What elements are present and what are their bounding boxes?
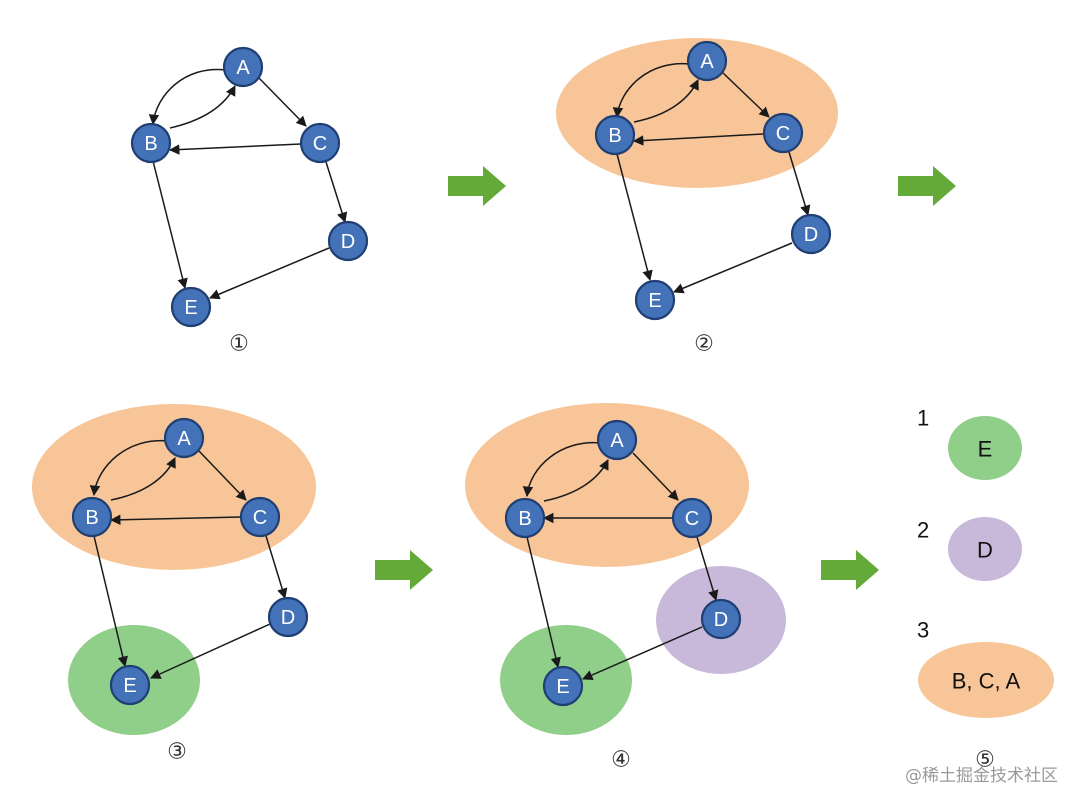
svg-text:C: C [776, 123, 790, 145]
panel-1-edges [148, 68, 348, 300]
step-label-2: ② [694, 332, 714, 357]
order-num-3: 3 [917, 618, 929, 643]
edge-c-b [168, 143, 302, 155]
panel-5: 1 E 2 D 3 B, C, A ⑤ [917, 406, 1054, 773]
node-b: B [594, 114, 636, 156]
watermark: @稀土掘金技术社区 [905, 766, 1058, 786]
result-region-d [948, 517, 1022, 581]
edge-a-b [522, 441, 602, 498]
node-e: E [109, 664, 151, 706]
edge-a-c [258, 77, 307, 127]
node-a: A [596, 419, 638, 461]
edge-a-b [89, 439, 169, 497]
svg-text:D: D [341, 231, 355, 253]
flow-arrow-4 [821, 550, 879, 590]
svg-text:E: E [123, 675, 136, 697]
node-e: E [170, 286, 212, 328]
node-c: C [671, 497, 713, 539]
node-b: B [130, 122, 172, 164]
edge-c-d [788, 151, 811, 217]
node-d: D [327, 220, 369, 262]
node-b: B [71, 496, 113, 538]
result-region-bca [918, 642, 1054, 718]
node-e: E [634, 279, 676, 321]
node-e: E [542, 665, 584, 707]
node-d: D [267, 596, 309, 638]
edge-d-e [150, 623, 271, 679]
svg-text:B: B [518, 508, 531, 530]
svg-text:D: D [281, 607, 295, 629]
flow-arrow-3 [375, 550, 433, 590]
panel-4: A B C D E ④ [465, 403, 786, 773]
edge-b-a [543, 459, 609, 502]
svg-text:C: C [313, 133, 327, 155]
edge-b-a [169, 85, 236, 129]
result-text-d: D [977, 538, 993, 563]
node-c: C [239, 496, 281, 538]
panel-3-edges [89, 439, 288, 679]
result-text-e: E [978, 437, 993, 462]
step-label-4: ④ [611, 748, 631, 773]
edge-b-e [526, 536, 561, 669]
panel-2: A B C D E ② [556, 38, 838, 357]
node-d: D [700, 598, 742, 640]
step-label-5: ⑤ [975, 748, 995, 773]
svg-text:A: A [700, 51, 714, 73]
step-label-1: ① [229, 332, 249, 357]
edge-a-b [148, 68, 227, 126]
edge-a-b [612, 62, 691, 119]
node-a: A [163, 417, 205, 459]
svg-text:A: A [177, 428, 191, 450]
node-a: A [222, 46, 264, 88]
edge-c-d [265, 535, 288, 600]
svg-text:A: A [236, 57, 250, 79]
edge-c-b [109, 514, 242, 526]
edge-b-e [152, 160, 188, 290]
edge-a-c [721, 71, 770, 118]
panel-2-edges [612, 62, 811, 294]
svg-text:A: A [610, 430, 624, 452]
panel-1: A B C D E ① [130, 46, 369, 357]
svg-text:E: E [184, 297, 197, 319]
result-text-bca: B, C, A [952, 669, 1021, 694]
svg-text:C: C [253, 507, 267, 529]
node-a: A [686, 40, 728, 82]
svg-text:B: B [85, 507, 98, 529]
edge-b-e [93, 535, 128, 668]
svg-text:E: E [556, 676, 569, 698]
edge-c-b [632, 133, 765, 146]
node-c: C [299, 122, 341, 164]
node-b: B [504, 497, 546, 539]
edge-b-a [633, 79, 699, 123]
svg-text:B: B [144, 133, 157, 155]
edge-d-e [209, 247, 330, 300]
edge-b-a [110, 457, 176, 501]
node-c: C [762, 112, 804, 154]
edge-c-d [696, 536, 719, 602]
order-num-1: 1 [917, 406, 929, 431]
edge-c-d [325, 161, 348, 224]
edge-d-e [582, 626, 703, 681]
svg-text:C: C [685, 508, 699, 530]
flow-arrow-1 [448, 166, 506, 206]
step-label-3: ③ [167, 740, 187, 765]
order-num-2: 2 [917, 518, 929, 543]
node-d: D [790, 213, 832, 255]
result-region-e [948, 416, 1022, 480]
edge-b-e [616, 153, 653, 282]
svg-text:B: B [608, 125, 621, 147]
svg-text:E: E [648, 290, 661, 312]
panel-3: A B C D E ③ [32, 404, 316, 765]
panel-4-edges [522, 441, 719, 681]
svg-text:D: D [804, 224, 818, 246]
flow-arrow-2 [898, 166, 956, 206]
edge-a-c [198, 450, 247, 501]
edge-a-c [632, 452, 679, 501]
edge-d-e [673, 242, 793, 294]
svg-text:D: D [714, 609, 728, 631]
